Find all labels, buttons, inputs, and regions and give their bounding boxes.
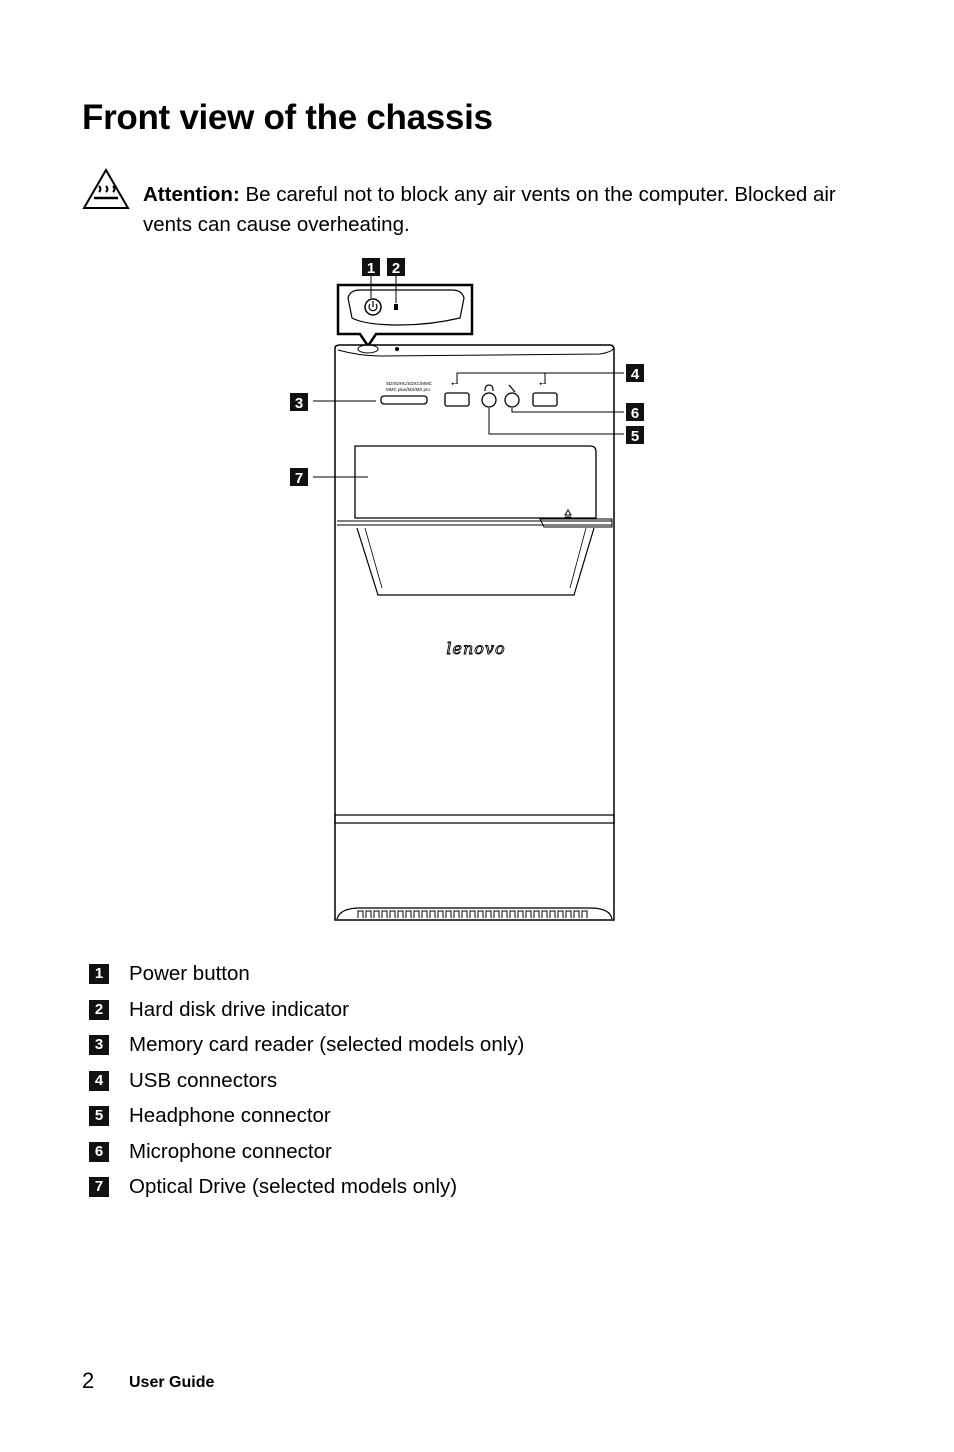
callout-2 (387, 258, 405, 276)
legend-label: Headphone connector (129, 1104, 331, 1127)
usb-icon-left: ⭠ (451, 378, 458, 388)
legend-label: USB connectors (129, 1068, 278, 1092)
legend-label: Optical Drive (selected models only) (129, 1175, 458, 1198)
callout-1-text: 1 (367, 260, 375, 277)
power-icon (368, 301, 378, 312)
chassis-body: SD/SDHC/SDXC/MMC MMC plus/MS/MS pro ⭠ ⭠ … (334, 344, 615, 921)
hot-surface-warning-icon (82, 168, 130, 209)
card-reader-label-1: SD/SDHC/SDXC/MMC (386, 381, 433, 386)
microphone-jack (504, 392, 520, 408)
callout-3-text: 3 (295, 395, 303, 412)
air-vent (336, 907, 613, 920)
callout-7 (290, 468, 308, 486)
callout-3 (290, 393, 308, 411)
usb-icon-right: ⭠ (539, 378, 546, 388)
headphone-jack (481, 392, 497, 408)
chassis-front-view-figure: 1 2 SD/SDHC/SDXC/MMC MMC plus/MS/MS pro … (290, 258, 644, 921)
usb-port-right (532, 392, 558, 407)
legend-number: 1 (89, 964, 109, 984)
legend-label: Hard disk drive indicator (129, 997, 349, 1021)
callout-6 (626, 403, 644, 421)
card-reader-label-2: MMC plus/MS/MS pro (386, 387, 431, 392)
attention-note: Attention: Be careful not to block any a… (143, 180, 873, 240)
legend-number: 7 (89, 1177, 109, 1197)
hdd-indicator-icon (394, 304, 398, 310)
callout-2-text: 2 (392, 260, 400, 277)
callout-1 (362, 258, 380, 276)
callout-6-text: 6 (631, 405, 639, 422)
callout-lines (313, 372, 624, 478)
legend-number: 5 (89, 1106, 109, 1126)
attention-text: Be careful not to block any air vents on… (143, 183, 836, 236)
callout-5-text: 5 (631, 428, 639, 445)
headphone-icon (484, 384, 494, 391)
eject-icon (564, 509, 572, 518)
footer-label: User Guide (129, 1374, 215, 1391)
vent-slots (357, 910, 588, 918)
brand-logo: lenovo (446, 639, 505, 658)
page-title: Front view of the chassis (82, 98, 493, 137)
legend-number: 4 (89, 1070, 109, 1091)
legend-number: 3 (89, 1035, 109, 1055)
optical-drive-bay (354, 445, 597, 519)
callout-4 (626, 364, 644, 382)
memory-card-slot (380, 395, 428, 405)
page-number: 2 (82, 1368, 95, 1393)
attention-label: Attention: (143, 183, 240, 206)
legend-number: 2 (89, 999, 109, 1020)
usb-port-left (444, 392, 470, 407)
callout-5 (626, 426, 644, 444)
legend-number: 6 (89, 1141, 109, 1162)
microphone-icon (508, 384, 516, 393)
callout-7-text: 7 (295, 470, 303, 487)
legend-label: Memory card reader (selected models only… (129, 1033, 525, 1056)
legend-label: Power button (129, 962, 250, 985)
legend-label: Microphone connector (129, 1139, 332, 1163)
power-zoom-inset (336, 276, 474, 349)
callout-4-text: 4 (631, 366, 640, 383)
